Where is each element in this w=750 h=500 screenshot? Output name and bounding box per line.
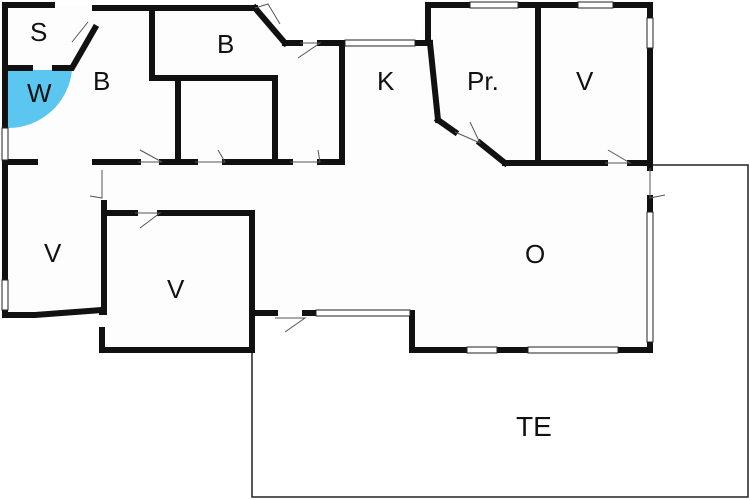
room-label-bath-2: B — [217, 29, 234, 59]
room-label-bedroom-w: V — [44, 238, 62, 268]
room-label-bath-1: B — [93, 66, 110, 96]
room-label-bedroom-ne: V — [576, 66, 594, 96]
house-floor — [5, 5, 650, 350]
windows — [1, 1, 654, 354]
wellness-area — [8, 70, 72, 129]
terrace-outline — [251, 164, 749, 498]
room-label-wellness: W — [27, 78, 52, 108]
interior-walls — [2, 5, 653, 316]
room-label-pantry: Pr. — [467, 66, 499, 96]
room-label-bedroom-c: V — [167, 274, 185, 304]
room-label-kitchen: K — [377, 66, 395, 96]
room-label-sauna: S — [30, 17, 47, 47]
room-label-living: O — [525, 239, 545, 269]
room-label-terrace: TE — [516, 411, 552, 442]
doors — [71, 3, 666, 333]
